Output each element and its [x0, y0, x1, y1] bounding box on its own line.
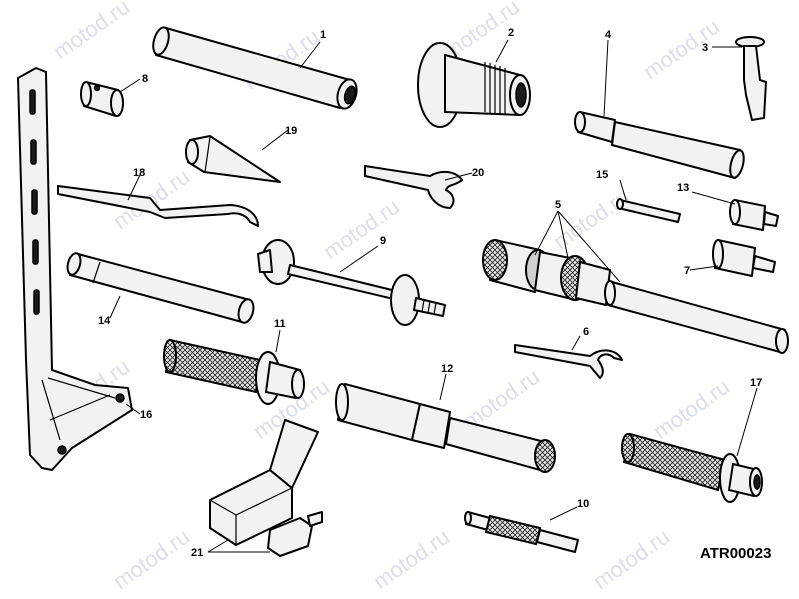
tool-2-adapter — [417, 42, 531, 128]
watermark: motod.ru — [369, 524, 454, 594]
tool-20-spanner — [364, 165, 463, 209]
tool-1-tube — [152, 26, 358, 110]
tool-6-spanner — [514, 344, 623, 379]
callout-16: 16 — [140, 409, 152, 421]
tool-4-shaft — [574, 111, 745, 179]
tool-21-case — [209, 419, 323, 557]
drawing-code: ATR00023 — [700, 545, 771, 562]
watermark: motod.ru — [549, 184, 634, 254]
callout-18: 18 — [133, 167, 145, 179]
tool-13-drift — [729, 199, 779, 231]
tool-7-drift — [712, 239, 776, 277]
tool-8-sleeve — [80, 81, 124, 117]
callout-17: 17 — [750, 377, 762, 389]
tool-12-mandrel — [335, 383, 556, 473]
tool-16-bracket — [17, 67, 133, 471]
tool-19-cone — [185, 135, 281, 183]
tool-5-bushings — [482, 239, 789, 354]
callout-4: 4 — [605, 29, 612, 41]
callout-21: 21 — [191, 547, 203, 559]
callout-5: 5 — [555, 199, 561, 211]
watermark: motod.ru — [109, 524, 194, 594]
tool-11-drift — [163, 338, 305, 405]
callout-9: 9 — [380, 235, 386, 247]
callout-12: 12 — [441, 363, 453, 375]
watermark: motod.ru — [649, 374, 734, 444]
callout-8: 8 — [142, 73, 148, 85]
callout-2: 2 — [508, 27, 514, 39]
callout-14: 14 — [98, 315, 111, 327]
callout-1: 1 — [320, 29, 326, 41]
watermark: motod.ru — [49, 0, 134, 64]
tool-17-driver — [621, 432, 763, 503]
leader-lines — [109, 39, 758, 553]
callout-3: 3 — [702, 42, 708, 54]
callout-15: 15 — [596, 169, 608, 181]
watermark: motod.ru — [589, 524, 674, 594]
callout-7: 7 — [684, 265, 690, 277]
callout-6: 6 — [583, 326, 589, 338]
tool-9-puller — [257, 239, 446, 326]
callout-11: 11 — [274, 318, 286, 330]
tool-3-clip — [735, 36, 767, 121]
watermark: motod.ru — [639, 14, 724, 84]
callout-10: 10 — [577, 498, 589, 510]
tool-18-hook-spanner — [57, 185, 259, 227]
callout-20: 20 — [472, 167, 484, 179]
tool-14-rod — [66, 252, 255, 324]
watermark: motod.ru — [319, 194, 404, 264]
tool-10-pin — [464, 511, 579, 553]
callout-13: 13 — [677, 182, 689, 194]
callout-19: 19 — [285, 125, 297, 137]
tool-15-pin — [616, 198, 681, 223]
callout-labels: 1 2 3 4 5 6 7 8 9 10 11 12 13 14 15 16 1… — [98, 27, 762, 559]
